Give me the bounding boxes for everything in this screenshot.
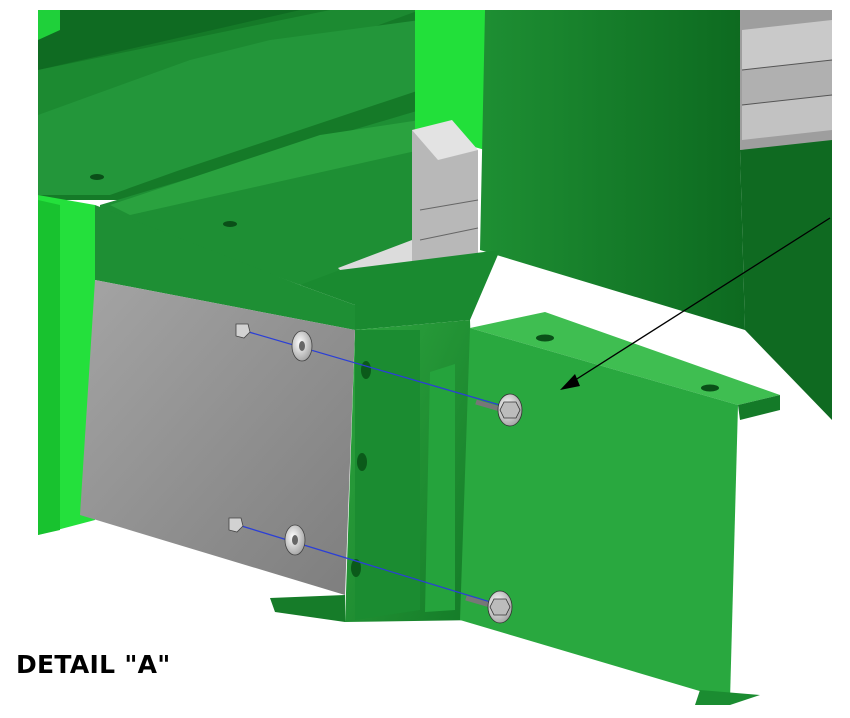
channel-foot (270, 595, 345, 622)
upright-panel (480, 10, 832, 420)
left-side-member (38, 10, 95, 535)
upper-right-gray-frame (740, 10, 833, 150)
vertical-member-bright (415, 10, 485, 150)
mounting-bracket (460, 312, 780, 705)
spacer-strip (425, 364, 455, 612)
bolt-axis-lines (234, 329, 511, 606)
nut-icon (228, 323, 251, 533)
leader-arrow-icon (560, 217, 831, 390)
washer-icon (284, 330, 313, 556)
detail-caption: DETAIL "A" (16, 650, 171, 679)
upper-deck (38, 10, 420, 285)
gray-cover-plate (80, 280, 355, 595)
bolt-icon (465, 393, 523, 624)
